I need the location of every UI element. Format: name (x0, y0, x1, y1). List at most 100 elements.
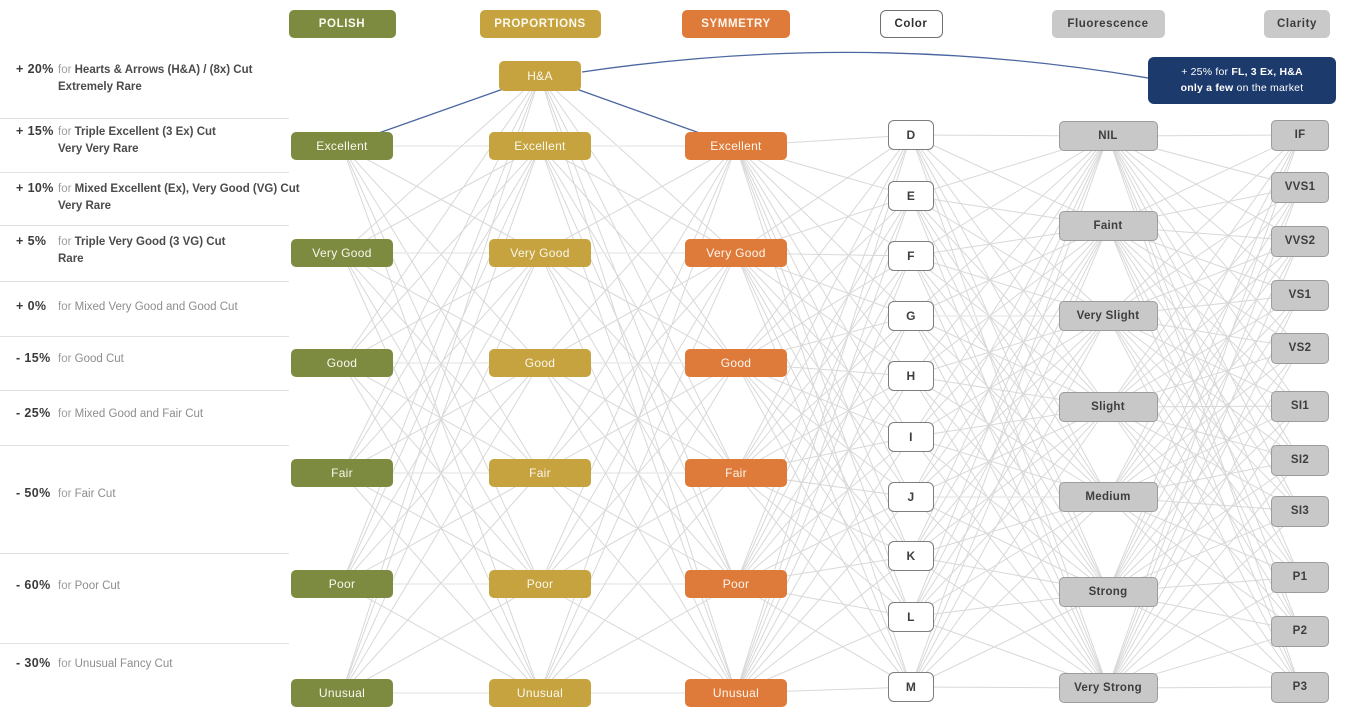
node-color-h: H (888, 361, 934, 391)
header-fluorescence: Fluorescence (1051, 10, 1165, 38)
node-fluorescence-nil: NIL (1058, 121, 1158, 151)
node-proportions-h-a: H&A (499, 61, 581, 91)
price-adjustment-text: for (58, 580, 75, 592)
price-adjustment-pct: + 5% (16, 234, 47, 248)
price-adjustment-pct: + 20% (16, 62, 54, 76)
node-proportions-excellent: Excellent (489, 132, 591, 160)
price-adjustment-desc: for Good Cut (58, 351, 124, 368)
node-color-l: L (888, 602, 934, 632)
price-adjustment-pct: + 10% (16, 181, 54, 195)
node-fluorescence-slight: Slight (1058, 392, 1158, 422)
price-adjustment-desc: for Mixed Good and Fair Cut (58, 406, 203, 423)
node-clarity-vvs2: VVS2 (1271, 225, 1329, 257)
node-clarity-si3: SI3 (1271, 495, 1329, 527)
price-adjustment-text: Mixed Excellent (Ex), Very Good (VG) Cut (74, 183, 300, 195)
price-adjustment-pct: + 0% (16, 299, 47, 313)
price-adjustment-desc: for Mixed Very Good and Good Cut (58, 299, 238, 316)
node-proportions-fair: Fair (489, 459, 591, 487)
highlight-curve-to-badge (581, 51, 1149, 79)
price-adjustment-text: Mixed Good and Fair Cut (74, 408, 204, 420)
premium-badge-text: only a few (1180, 81, 1234, 94)
price-adjustment-text: Triple Excellent (3 Ex) Cut (74, 126, 216, 138)
node-proportions-very-good: Very Good (489, 239, 591, 267)
node-color-k: K (888, 541, 934, 571)
price-adjustment-text: Good Cut (74, 353, 124, 365)
price-adjustment-text: Fair Cut (74, 488, 116, 500)
price-adjustment-text: for (58, 126, 75, 138)
node-fluorescence-faint: Faint (1058, 211, 1158, 241)
header-clarity: Clarity (1264, 10, 1330, 38)
node-clarity-p3: P3 (1271, 671, 1329, 703)
price-adjustment-pct: - 60% (16, 578, 51, 592)
row-divider (0, 445, 289, 446)
price-adjustment-desc: for Mixed Excellent (Ex), Very Good (VG)… (58, 181, 300, 214)
row-divider (0, 172, 289, 173)
node-symmetry-very-good: Very Good (685, 239, 787, 267)
node-fluorescence-very-slight: Very Slight (1058, 301, 1158, 331)
price-adjustment-pct: - 15% (16, 351, 51, 365)
price-adjustment-pct: - 25% (16, 406, 51, 420)
premium-badge-text: on the market (1233, 81, 1304, 94)
node-color-j: J (888, 482, 934, 512)
price-adjustment-pct: + 15% (16, 124, 54, 138)
node-clarity-si2: SI2 (1271, 444, 1329, 476)
price-adjustment-text: Very Very Rare (58, 142, 139, 155)
price-adjustment-text: for (58, 183, 75, 195)
node-color-g: G (888, 301, 934, 331)
price-adjustment-text: Unusual Fancy Cut (74, 658, 173, 670)
row-divider (0, 553, 289, 554)
node-polish-excellent: Excellent (291, 132, 393, 160)
node-proportions-poor: Poor (489, 570, 591, 598)
price-adjustment-text: for (58, 658, 75, 670)
price-adjustment-desc: for Poor Cut (58, 578, 120, 595)
node-clarity-vs1: VS1 (1271, 279, 1329, 311)
node-symmetry-good: Good (685, 349, 787, 377)
price-adjustment-desc: for Unusual Fancy Cut (58, 656, 172, 673)
header-polish: POLISH (288, 10, 396, 38)
price-adjustment-text: for (58, 64, 75, 76)
header-symmetry: SYMMETRY (682, 10, 790, 38)
header-color: Color (879, 10, 943, 38)
premium-badge-text: FL, 3 Ex, H&A (1231, 66, 1303, 78)
row-divider (0, 118, 289, 119)
node-symmetry-excellent: Excellent (685, 132, 787, 160)
row-divider (0, 225, 289, 226)
price-adjustment-text: for (58, 236, 75, 248)
node-proportions-unusual: Unusual (489, 679, 591, 707)
price-adjustment-text: Extremely Rare (58, 80, 142, 93)
row-divider (0, 336, 289, 337)
node-clarity-vvs1: VVS1 (1271, 171, 1329, 203)
node-symmetry-unusual: Unusual (685, 679, 787, 707)
price-adjustment-text: Triple Very Good (3 VG) Cut (74, 236, 226, 248)
header-proportions: PROPORTIONS (479, 10, 601, 38)
price-adjustment-text: Rare (58, 252, 84, 265)
node-clarity-p2: P2 (1271, 615, 1329, 647)
price-adjustment-text: for (58, 488, 75, 500)
row-divider (0, 390, 289, 391)
node-fluorescence-strong: Strong (1058, 577, 1158, 607)
node-color-d: D (888, 120, 934, 150)
node-fluorescence-medium: Medium (1058, 482, 1158, 512)
node-polish-good: Good (291, 349, 393, 377)
price-adjustment-text: Hearts & Arrows (H&A) / (8x) Cut (74, 64, 253, 76)
node-color-i: I (888, 422, 934, 452)
price-adjustment-text: for (58, 301, 75, 313)
node-color-m: M (888, 672, 934, 702)
node-polish-fair: Fair (291, 459, 393, 487)
node-polish-unusual: Unusual (291, 679, 393, 707)
node-clarity-if: IF (1271, 119, 1329, 151)
node-polish-very-good: Very Good (291, 239, 393, 267)
price-adjustment-desc: for Fair Cut (58, 486, 116, 503)
node-clarity-vs2: VS2 (1271, 332, 1329, 364)
row-divider (0, 643, 289, 644)
node-clarity-p1: P1 (1271, 561, 1329, 593)
node-symmetry-fair: Fair (685, 459, 787, 487)
row-divider (0, 281, 289, 282)
price-adjustment-text: Poor Cut (74, 580, 121, 592)
